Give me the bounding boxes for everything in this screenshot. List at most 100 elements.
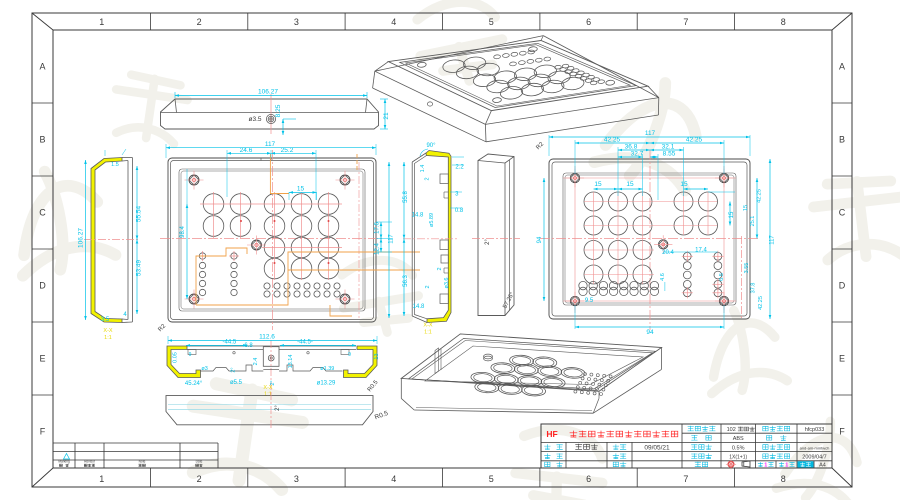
svg-text:0.5%: 0.5% [732,445,745,451]
svg-text:4: 4 [391,17,396,27]
svg-text:Revisor: Revisor [84,460,96,464]
svg-text:20.4: 20.4 [662,250,674,256]
svg-text:42.25: 42.25 [604,137,621,144]
svg-text:17.4: 17.4 [695,248,707,254]
svg-text:ø5.5: ø5.5 [230,380,243,386]
svg-text:X-X: X-X [423,323,433,329]
svg-text:Marking: Marking [58,460,70,464]
svg-text:3: 3 [294,474,299,484]
svg-text:B: B [839,135,845,145]
svg-text:94: 94 [646,329,654,336]
svg-text:1.4: 1.4 [420,165,426,173]
svg-text:2: 2 [425,285,431,288]
svg-text:hfcp033: hfcp033 [805,427,825,433]
svg-text:14.8: 14.8 [413,304,425,310]
svg-text:53.49: 53.49 [136,259,143,276]
svg-text:B: B [39,135,45,145]
svg-text:6: 6 [586,474,591,484]
svg-text:1X(1+1): 1X(1+1) [729,455,747,461]
svg-text:X-X: X-X [103,328,113,334]
svg-text:0.8: 0.8 [455,208,464,214]
svg-text:32.1: 32.1 [662,144,675,151]
svg-text:Note: Note [139,460,146,464]
svg-text:3: 3 [455,192,459,198]
svg-text:4: 4 [391,474,396,484]
svg-text:15: 15 [297,185,305,192]
svg-text:9: 9 [348,352,351,358]
svg-text:1.5: 1.5 [111,162,119,168]
svg-text:117: 117 [645,130,656,137]
svg-text:8: 8 [781,17,786,27]
svg-text:E: E [839,354,845,364]
svg-text:15: 15 [626,181,634,188]
svg-text:98.4: 98.4 [180,226,186,238]
svg-text:55.54: 55.54 [136,205,143,222]
svg-text:D: D [839,281,846,291]
svg-text:55.8: 55.8 [403,191,409,203]
svg-text:2: 2 [197,17,202,27]
svg-text:117: 117 [770,235,776,245]
svg-text:25.1: 25.1 [750,216,756,227]
svg-text:17.6: 17.6 [375,222,381,234]
svg-text:24.6: 24.6 [240,147,253,154]
svg-text:106.27: 106.27 [78,228,85,248]
svg-text:5: 5 [489,17,494,27]
svg-text:21: 21 [383,112,390,120]
svg-text:8: 8 [781,474,786,484]
svg-text:42.25: 42.25 [757,189,763,203]
svg-text:ø13.29: ø13.29 [317,380,336,386]
svg-text:12.4: 12.4 [375,243,381,255]
svg-text:E: E [39,354,45,364]
svg-text:1: 1 [764,462,767,468]
svg-text:1:1: 1:1 [104,335,112,341]
svg-text:13.14: 13.14 [288,355,294,369]
svg-text:0.05: 0.05 [173,352,179,363]
svg-text:106.27: 106.27 [258,89,278,96]
svg-text:2°: 2° [270,380,276,385]
svg-text:4.6: 4.6 [660,273,666,281]
svg-text:42.25: 42.25 [686,137,703,144]
svg-text:R2: R2 [535,141,545,151]
svg-text:6: 6 [586,17,591,27]
svg-text:45.24°: 45.24° [185,381,203,387]
svg-text:2: 2 [425,177,431,180]
svg-text:7: 7 [683,17,688,27]
svg-text:36.8: 36.8 [625,144,638,151]
svg-text:4: 4 [123,312,127,318]
svg-text:A4: A4 [819,462,826,468]
svg-text:1:1: 1:1 [264,392,272,398]
svg-text:2: 2 [437,267,443,270]
svg-text:5: 5 [489,474,494,484]
svg-text:1:1: 1:1 [424,330,432,336]
svg-text:and-am-mmtwch: and-am-mmtwch [800,445,830,450]
svg-text:6.8: 6.8 [244,343,253,349]
svg-text:09/05/21: 09/05/21 [644,444,670,451]
svg-text:37.8: 37.8 [751,283,757,294]
svg-text:A: A [39,62,45,72]
svg-text:F: F [40,427,46,437]
svg-text:102: 102 [727,427,736,433]
svg-text:HF: HF [546,429,557,439]
svg-text:94: 94 [537,236,543,243]
svg-text:117: 117 [389,234,395,244]
svg-text:9.5: 9.5 [585,298,594,304]
svg-text:ø3.6: ø3.6 [444,277,450,288]
svg-text:6.5: 6.5 [719,273,725,281]
svg-text:F: F [839,427,845,437]
svg-text:ABS: ABS [733,436,744,442]
svg-text:2: 2 [197,474,202,484]
svg-text:15: 15 [680,181,688,188]
svg-text:3: 3 [294,17,299,27]
svg-text:7: 7 [683,474,688,484]
svg-text:X-X: X-X [263,385,273,391]
svg-text:13: 13 [374,353,380,359]
svg-text:9: 9 [189,352,192,358]
svg-text:32.7: 32.7 [631,151,644,158]
svg-text:A: A [839,62,845,72]
svg-text:-44.5-: -44.5- [297,340,313,346]
svg-text:3.55: 3.55 [744,263,750,274]
svg-text:ø3.5: ø3.5 [248,116,261,123]
svg-text:56.3: 56.3 [403,275,409,287]
svg-text:14.8: 14.8 [412,213,424,219]
svg-text:ø3: ø3 [201,366,207,372]
